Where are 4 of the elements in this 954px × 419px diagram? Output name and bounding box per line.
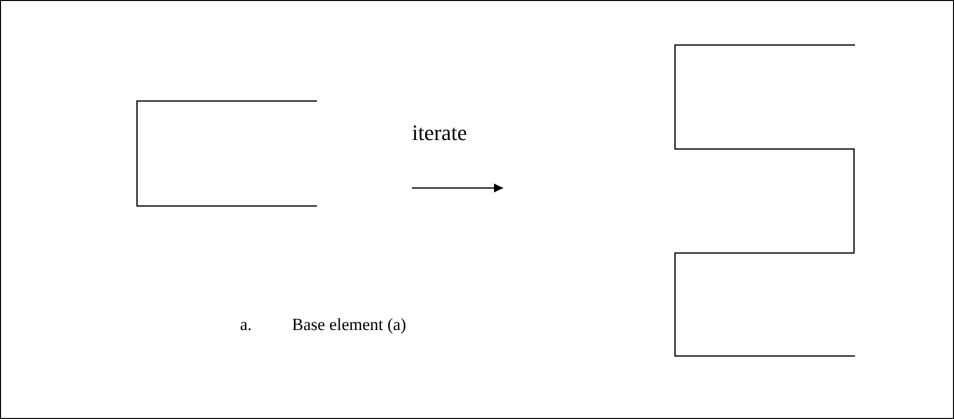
arrow-label: iterate [412,122,467,144]
caption-text: Base element (a) [292,316,406,333]
meander-shape [674,44,856,358]
caption-text: a. [240,316,252,333]
